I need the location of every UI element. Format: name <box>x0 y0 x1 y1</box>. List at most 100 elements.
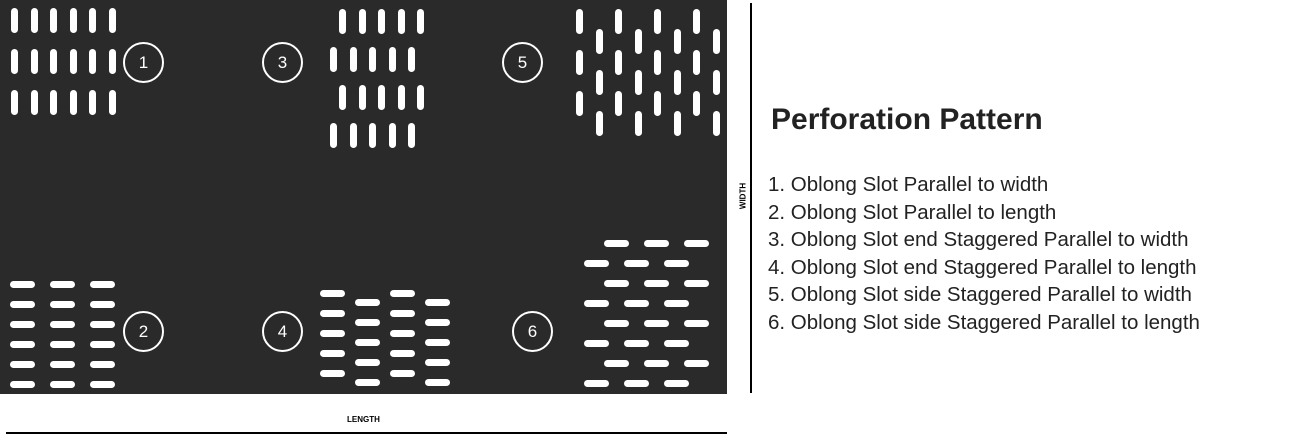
slot-pattern-5 <box>693 91 700 116</box>
slot-pattern-5 <box>654 9 661 34</box>
slot-pattern-1 <box>50 90 57 115</box>
slot-pattern-1 <box>11 49 18 74</box>
slot-pattern-5 <box>615 91 622 116</box>
slot-pattern-1 <box>11 8 18 33</box>
slot-pattern-6 <box>584 260 609 267</box>
slot-pattern-3 <box>369 123 376 148</box>
slot-pattern-4 <box>355 319 380 326</box>
width-dimension-line <box>750 3 752 393</box>
slot-pattern-6 <box>684 320 709 327</box>
slot-pattern-5 <box>693 50 700 75</box>
pattern-badge-3: 3 <box>262 42 303 83</box>
legend-item-6: 6. Oblong Slot side Staggered Parallel t… <box>768 310 1200 334</box>
slot-pattern-2 <box>10 281 35 288</box>
slot-pattern-5 <box>595 70 603 95</box>
slot-pattern-4 <box>425 359 450 366</box>
slot-pattern-3 <box>408 47 415 72</box>
slot-pattern-6 <box>644 360 669 367</box>
slot-pattern-2 <box>90 361 115 368</box>
slot-pattern-4 <box>320 310 345 317</box>
slot-pattern-2 <box>50 381 75 388</box>
slot-pattern-3 <box>408 123 415 148</box>
legend-item-1: 1. Oblong Slot Parallel to width <box>768 173 1049 196</box>
slot-pattern-3 <box>369 47 376 72</box>
slot-pattern-4 <box>320 330 345 337</box>
slot-pattern-3 <box>378 9 385 34</box>
slot-pattern-4 <box>390 370 415 377</box>
slot-pattern-4 <box>390 330 415 337</box>
perforated-sheet: 1 2 3 4 5 6 <box>0 0 727 394</box>
slot-pattern-5 <box>634 70 642 95</box>
slot-pattern-6 <box>604 280 629 287</box>
slot-pattern-2 <box>90 281 115 288</box>
length-dimension-line <box>6 432 727 434</box>
slot-pattern-2 <box>10 341 35 348</box>
slot-pattern-5 <box>576 91 583 116</box>
slot-pattern-3 <box>417 9 424 34</box>
slot-pattern-5 <box>634 29 642 54</box>
slot-pattern-3 <box>330 47 337 72</box>
slot-pattern-1 <box>89 8 96 33</box>
slot-pattern-6 <box>684 280 709 287</box>
legend-item-5: 5. Oblong Slot side Staggered Parallel t… <box>768 283 1192 306</box>
slot-pattern-1 <box>69 8 77 33</box>
slot-pattern-3 <box>417 85 424 110</box>
slot-pattern-2 <box>90 381 115 388</box>
slot-pattern-6 <box>624 380 649 387</box>
slot-pattern-3 <box>378 85 385 110</box>
pattern-badge-6: 6 <box>512 311 553 352</box>
slot-pattern-4 <box>390 350 415 357</box>
slot-pattern-2 <box>90 321 115 328</box>
slot-pattern-5 <box>615 9 622 34</box>
slot-pattern-6 <box>684 240 709 247</box>
slot-pattern-3 <box>397 85 405 110</box>
slot-pattern-2 <box>90 341 115 348</box>
slot-pattern-3 <box>349 47 357 72</box>
legend-item-2: 2. Oblong Slot Parallel to length <box>768 200 1057 224</box>
slot-pattern-3 <box>349 123 357 148</box>
slot-pattern-4 <box>355 299 380 306</box>
width-label: WIDTH <box>738 182 748 210</box>
slot-pattern-1 <box>69 90 77 115</box>
slot-pattern-3 <box>397 9 405 34</box>
slot-pattern-4 <box>320 350 345 357</box>
slot-pattern-5 <box>693 9 700 34</box>
slot-pattern-6 <box>604 360 629 367</box>
slot-pattern-6 <box>664 340 689 347</box>
slot-pattern-5 <box>615 50 622 75</box>
slot-pattern-2 <box>50 321 75 328</box>
slot-pattern-3 <box>358 85 366 110</box>
slot-pattern-3 <box>339 9 346 34</box>
length-label: LENGTH <box>347 415 380 424</box>
legend-title: Perforation Pattern <box>771 103 1043 136</box>
slot-pattern-4 <box>355 379 380 386</box>
slot-pattern-1 <box>30 49 38 74</box>
slot-pattern-5 <box>595 111 603 136</box>
slot-pattern-4 <box>320 290 345 297</box>
slot-pattern-6 <box>584 340 609 347</box>
pattern-badge-5: 5 <box>502 42 543 83</box>
slot-pattern-4 <box>425 339 450 346</box>
slot-pattern-3 <box>358 9 366 34</box>
slot-pattern-6 <box>644 240 669 247</box>
slot-pattern-5 <box>654 50 661 75</box>
slot-pattern-1 <box>11 90 18 115</box>
slot-pattern-5 <box>634 111 642 136</box>
slot-pattern-3 <box>330 123 337 148</box>
slot-pattern-4 <box>425 299 450 306</box>
slot-pattern-3 <box>388 123 396 148</box>
slot-pattern-2 <box>50 301 75 308</box>
slot-pattern-5 <box>595 29 603 54</box>
pattern-badge-1: 1 <box>123 42 164 83</box>
slot-pattern-6 <box>604 320 629 327</box>
pattern-badge-2: 2 <box>123 311 164 352</box>
slot-pattern-4 <box>390 290 415 297</box>
slot-pattern-6 <box>664 380 689 387</box>
legend-item-4: 4. Oblong Slot end Staggered Parallel to… <box>768 255 1197 279</box>
slot-pattern-5 <box>673 111 681 136</box>
slot-pattern-3 <box>388 47 396 72</box>
slot-pattern-6 <box>624 260 649 267</box>
slot-pattern-1 <box>30 8 38 33</box>
slot-pattern-5 <box>576 9 583 34</box>
slot-pattern-5 <box>654 91 661 116</box>
